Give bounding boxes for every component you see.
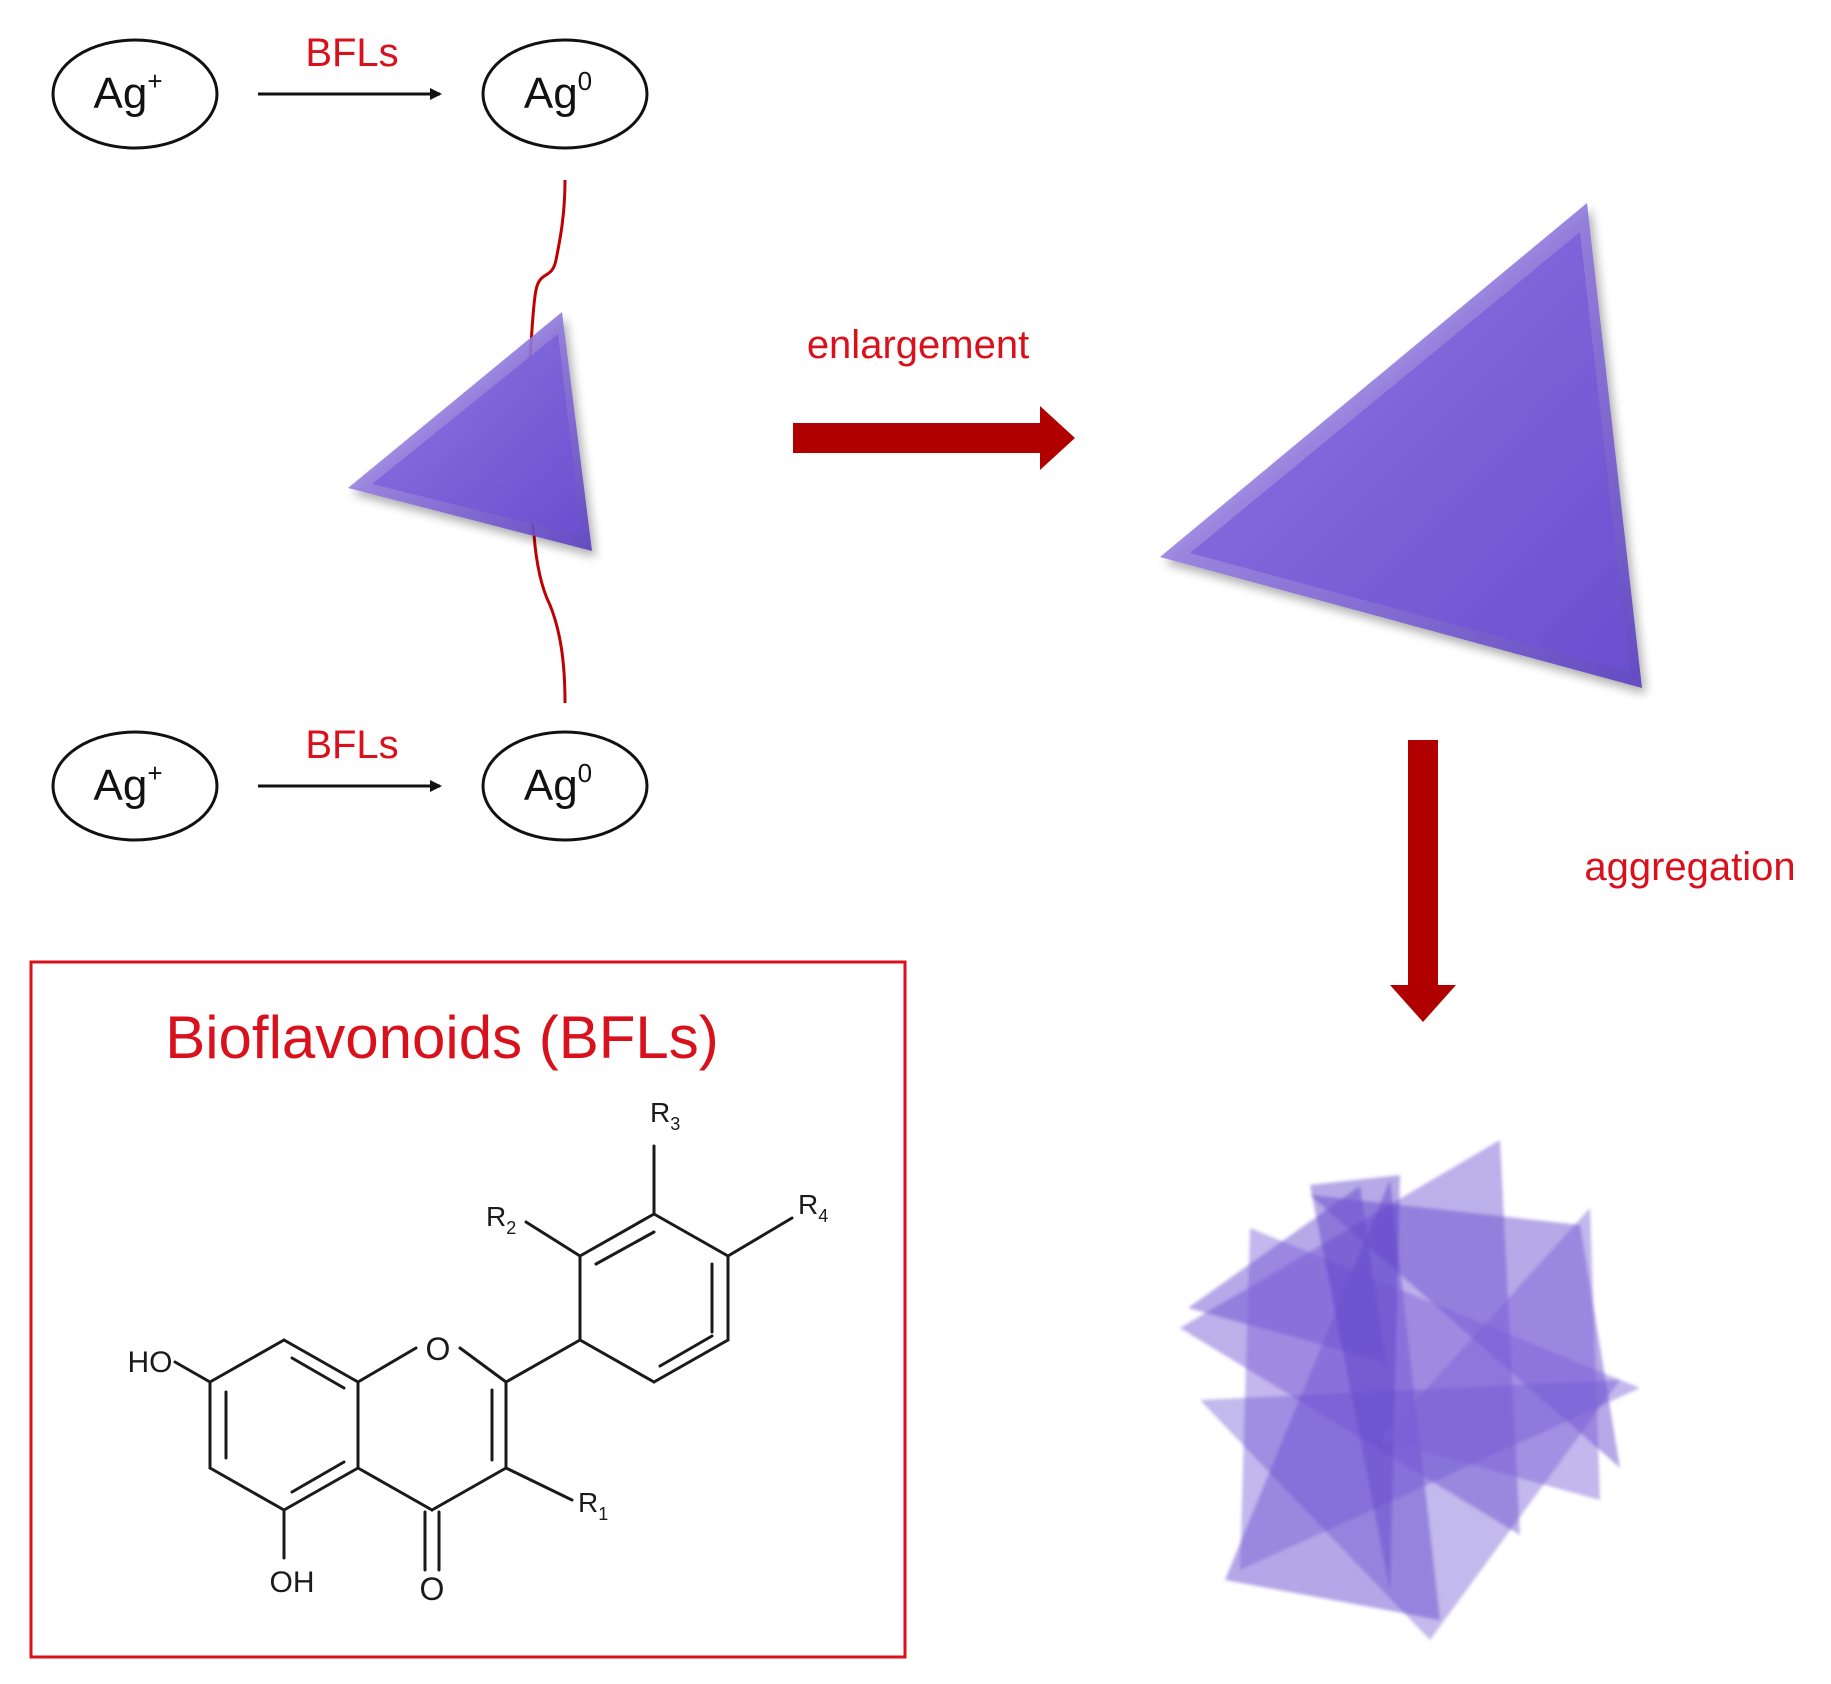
reagent-label-bottom: BFLs	[305, 723, 398, 767]
carbonyl-oxygen-label: O	[420, 1571, 445, 1607]
r2-label: R2	[486, 1201, 516, 1238]
silver-ion-label: Ag+	[93, 758, 162, 810]
ring-oxygen-label: O	[426, 1331, 451, 1367]
structure-box-title: Bioflavonoids (BFLs)	[165, 1004, 719, 1071]
oh-label: OH	[270, 1566, 315, 1599]
r4-label: R4	[798, 1189, 828, 1226]
flavonoid-structure	[173, 1144, 794, 1572]
deposition-arrow-top	[526, 179, 567, 387]
reaction-bottom: Ag+ BFLs Ag0	[51, 723, 649, 842]
bioflavonoid-structure-box	[29, 960, 907, 1659]
ho-label: HO	[128, 1346, 173, 1379]
enlargement-arrow	[793, 406, 1075, 470]
flavonoid-atom-labels: HO OH O O R1 R2 R3 R4	[128, 1097, 829, 1607]
silver-ion-label: Ag+	[93, 66, 162, 118]
aggregation-label: aggregation	[1584, 845, 1795, 889]
silver-ion-node-top: Ag+	[51, 38, 219, 150]
silver-atom-label: Ag0	[524, 758, 592, 810]
silver-atom-label: Ag0	[524, 66, 592, 118]
silver-atom-node-top: Ag0	[481, 38, 649, 150]
enlargement-label: enlargement	[807, 323, 1029, 367]
silver-atom-node-bottom: Ag0	[481, 730, 649, 842]
r1-label: R1	[578, 1487, 608, 1524]
aggregated-nanoplates	[1180, 1140, 1640, 1640]
small-triangle-nanoplate	[348, 312, 592, 551]
large-triangle-nanoplate	[1160, 203, 1642, 688]
aggregation-arrow-shaft	[1408, 740, 1438, 990]
reagent-label-top: BFLs	[305, 31, 398, 75]
reaction-top: Ag+ BFLs Ag0	[51, 31, 649, 150]
r3-label: R3	[650, 1097, 680, 1134]
aggregation-arrow-head	[1390, 985, 1456, 1022]
silver-ion-node-bottom: Ag+	[51, 730, 219, 842]
